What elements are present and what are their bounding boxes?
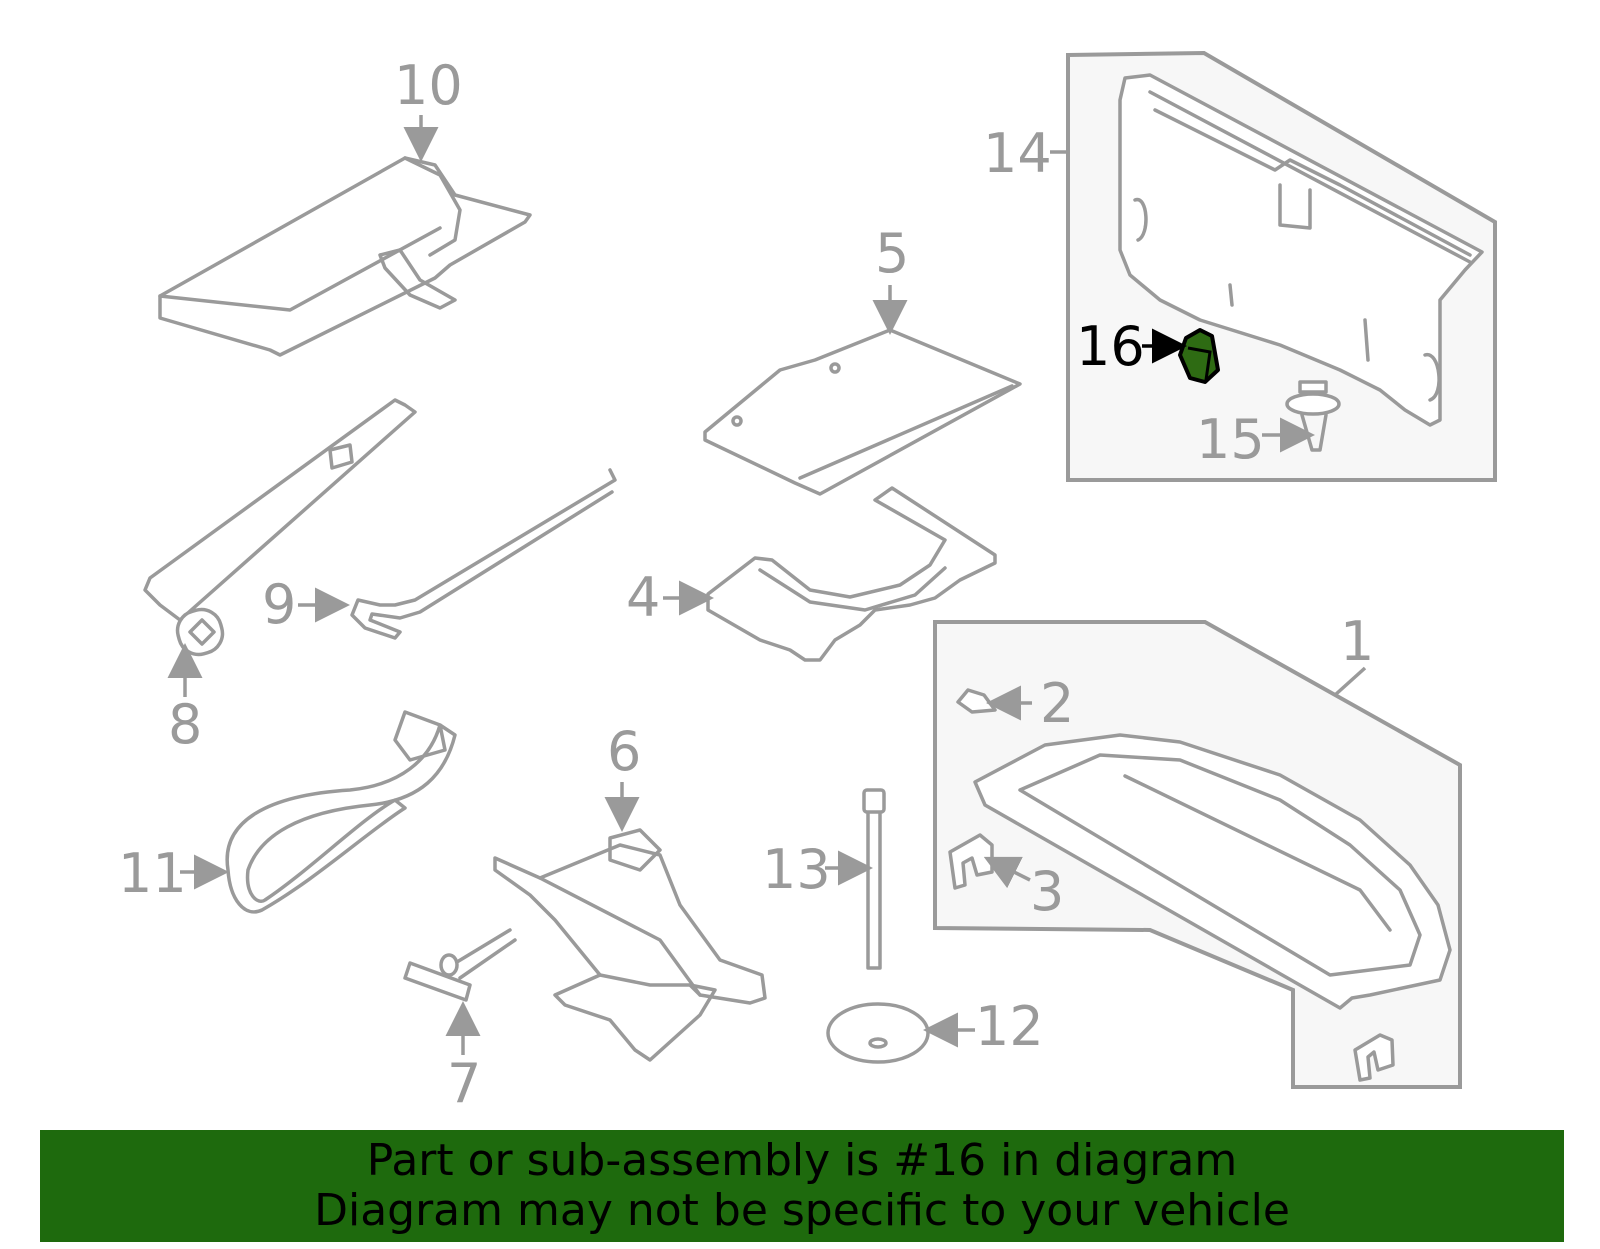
- callout-8: 8: [168, 693, 202, 756]
- part-3-bracket-lower: [1353, 1033, 1395, 1082]
- callout-11: 11: [118, 842, 187, 905]
- part-4-spare-cover: [706, 486, 997, 662]
- callout-12: 12: [975, 995, 1044, 1058]
- callout-5: 5: [875, 222, 909, 285]
- banner-line-2: Diagram may not be specific to your vehi…: [314, 1185, 1290, 1236]
- callout-9: 9: [262, 573, 296, 636]
- part-11-strap: [225, 710, 457, 914]
- callout-3: 3: [1030, 860, 1064, 923]
- callout-15: 15: [1196, 408, 1265, 471]
- callout-arrows: [167, 115, 1367, 1055]
- part-9-jack-handle: [350, 468, 617, 640]
- callout-labels: 10 5 4 9 8 6 11 13 7 12 2 3 1 14 15 16: [118, 54, 1374, 1115]
- callout-6: 6: [607, 720, 641, 783]
- part-13-long-bolt: [862, 788, 886, 970]
- part-1-package-tray: [973, 733, 1452, 1010]
- part-14-trim-panel: [1118, 73, 1484, 427]
- info-banner: Part or sub-assembly is #16 in diagram D…: [40, 1130, 1564, 1242]
- part-6-scissor-jack: [493, 828, 767, 1062]
- part-15-push-clip: [1285, 380, 1341, 452]
- callout-2: 2: [1040, 672, 1074, 735]
- callout-1: 1: [1340, 610, 1374, 673]
- callout-4: 4: [626, 566, 660, 629]
- part-8-lug-wrench: [143, 398, 417, 657]
- callout-14: 14: [983, 122, 1052, 185]
- callout-13: 13: [762, 838, 831, 901]
- callout-7: 7: [447, 1052, 481, 1115]
- part-12-disc: [826, 1002, 930, 1064]
- banner-line-1: Part or sub-assembly is #16 in diagram: [366, 1135, 1238, 1186]
- part-10-tool-bag: [158, 156, 532, 357]
- part-7-bolt: [403, 928, 517, 1002]
- callout-16: 16: [1076, 315, 1145, 378]
- callout-10: 10: [394, 54, 463, 117]
- part-5-floor-board: [703, 328, 1022, 496]
- part-3-bracket: [948, 833, 994, 890]
